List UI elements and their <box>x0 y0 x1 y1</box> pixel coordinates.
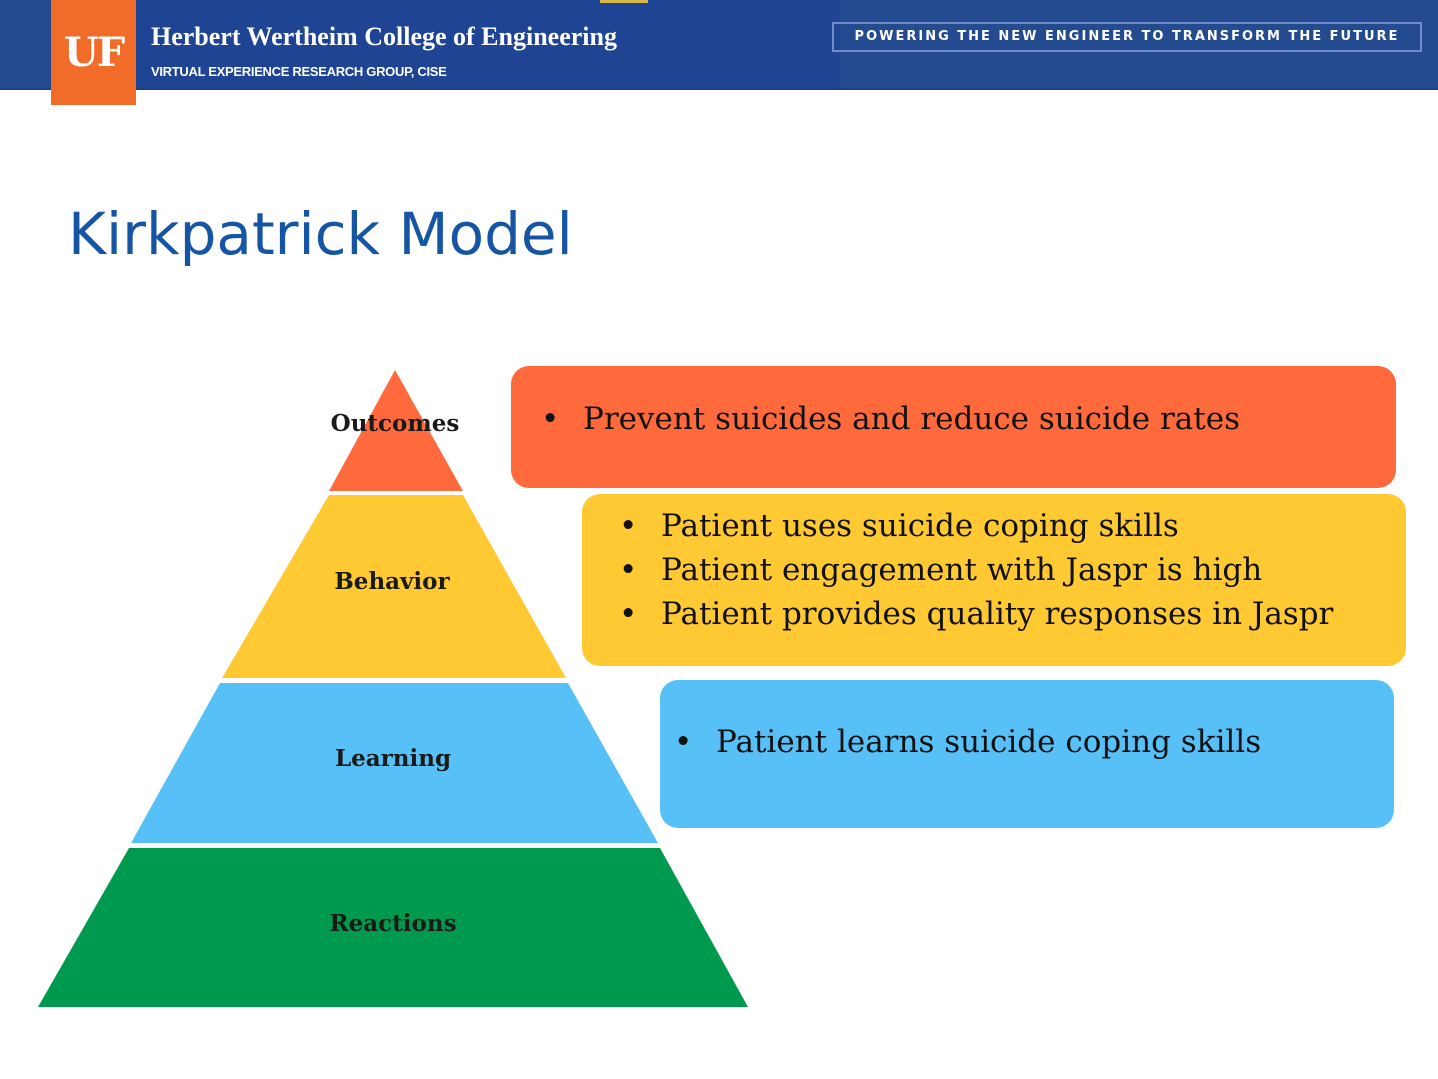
behavior-bullet-list: Patient uses suicide coping skills Patie… <box>619 504 1406 636</box>
bullet-item: Patient engagement with Jaspr is high <box>619 548 1406 592</box>
learning-bullet-list: Patient learns suicide coping skills <box>674 720 1394 764</box>
outcomes-box: Prevent suicides and reduce suicide rate… <box>511 366 1396 488</box>
tier-label-behavior: Behavior <box>334 568 450 595</box>
outcomes-bullet-list: Prevent suicides and reduce suicide rate… <box>541 397 1396 441</box>
learning-box: Patient learns suicide coping skills <box>660 680 1394 828</box>
college-title: Herbert Wertheim College of Engineering <box>151 22 617 51</box>
header-divider <box>0 88 1438 90</box>
tier-label-learning: Learning <box>334 745 452 772</box>
pyramid-tier-learning <box>131 683 658 843</box>
tier-label-outcomes: Outcomes <box>330 410 460 437</box>
top-accent-line <box>600 0 648 3</box>
slide-title: Kirkpatrick Model <box>68 200 573 268</box>
college-subtitle: VIRTUAL EXPERIENCE RESEARCH GROUP, CISE <box>151 64 447 79</box>
bullet-item: Prevent suicides and reduce suicide rate… <box>541 397 1396 441</box>
pyramid-tier-behavior <box>222 495 566 678</box>
header-title-panel <box>136 0 840 90</box>
bullet-item: Patient learns suicide coping skills <box>674 720 1394 764</box>
pyramid-tier-reactions <box>38 848 748 1007</box>
tier-label-reactions: Reactions <box>329 910 457 937</box>
uf-logo: UF <box>51 0 136 105</box>
bullet-item: Patient provides quality responses in Ja… <box>619 592 1406 636</box>
tagline-banner: POWERING THE NEW ENGINEER TO TRANSFORM T… <box>832 22 1422 52</box>
pyramid-tier-outcomes <box>329 370 463 491</box>
bullet-item: Patient uses suicide coping skills <box>619 504 1406 548</box>
behavior-box: Patient uses suicide coping skills Patie… <box>582 494 1406 666</box>
